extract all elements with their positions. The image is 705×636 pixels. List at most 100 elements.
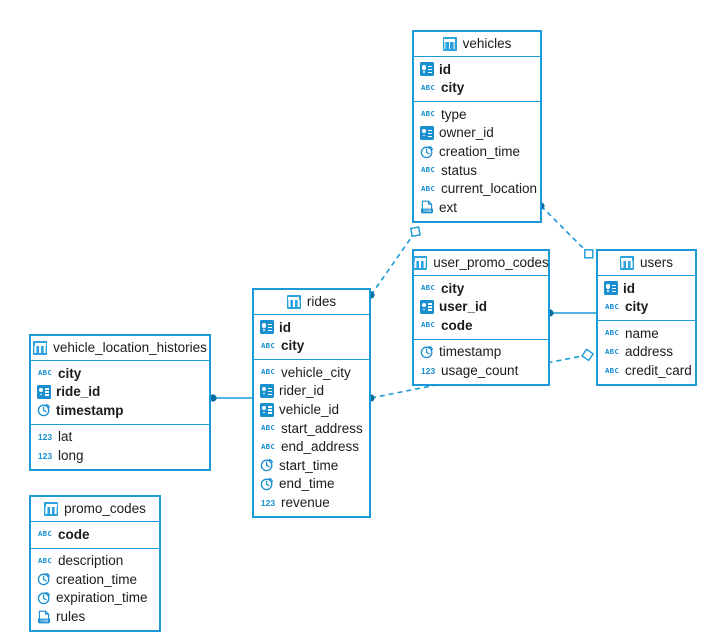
abc-icon: ABC	[421, 320, 435, 330]
field-name: expiration_time	[56, 590, 148, 606]
field-row[interactable]: ABC code	[414, 316, 548, 335]
field-name: city	[58, 365, 82, 381]
table-header[interactable]: rides	[254, 290, 369, 315]
field-name: name	[625, 325, 659, 341]
idcard-icon	[420, 62, 434, 77]
field-name: code	[441, 317, 473, 333]
field-row[interactable]: ride_id	[31, 383, 209, 402]
123-icon: 123	[37, 432, 53, 443]
field-name: id	[439, 61, 451, 77]
table-header[interactable]: promo_codes	[31, 497, 159, 522]
field-name: start_address	[281, 420, 363, 436]
svg-text:JSON: JSON	[40, 619, 49, 623]
table-title: users	[639, 255, 673, 271]
table-title: rides	[306, 294, 337, 310]
field-row[interactable]: ABC code	[31, 525, 159, 544]
field-name: vehicle_id	[279, 401, 340, 417]
table-header[interactable]: vehicle_location_histories	[31, 336, 209, 361]
abc-icon: ABC	[605, 328, 619, 338]
table-icon	[44, 502, 59, 516]
field-row[interactable]: id	[598, 279, 695, 298]
field-name: creation_time	[439, 143, 521, 159]
json-icon: JSON	[420, 200, 434, 214]
field-row[interactable]: end_time	[254, 475, 369, 494]
field-name: owner_id	[439, 125, 494, 141]
field-name: city	[281, 338, 305, 354]
field-row[interactable]: expiration_time	[31, 589, 159, 608]
table-icon	[413, 256, 428, 270]
field-row[interactable]: start_time	[254, 456, 369, 475]
field-name: long	[58, 447, 84, 463]
123-icon: 123	[420, 365, 436, 376]
relationship-vlh-to-rides[interactable]	[209, 394, 252, 402]
table-header[interactable]: users	[598, 251, 695, 276]
field-row[interactable]: timestamp	[31, 401, 209, 420]
field-row[interactable]: creation_time	[31, 570, 159, 589]
field-row[interactable]: vehicle_id	[254, 400, 369, 419]
field-row[interactable]: id	[254, 318, 369, 337]
field-row[interactable]: owner_id	[414, 124, 540, 143]
abc-icon: ABC	[421, 283, 435, 293]
idcard-icon	[604, 281, 618, 296]
field-name: end_address	[281, 439, 360, 455]
field-name: end_time	[279, 476, 335, 492]
json-icon: JSON	[37, 610, 51, 624]
table-header[interactable]: user_promo_codes	[413, 251, 549, 276]
table-icon	[286, 295, 301, 309]
field-name: revenue	[281, 494, 330, 510]
clock-icon	[260, 458, 274, 472]
field-row[interactable]: timestamp	[414, 343, 548, 362]
field-name: code	[58, 526, 90, 542]
field-name: credit_card	[625, 362, 692, 378]
idcard-icon	[260, 320, 274, 335]
abc-icon: ABC	[605, 347, 619, 357]
abc-icon: ABC	[38, 529, 52, 539]
field-row[interactable]: id	[414, 60, 540, 79]
field-name: id	[279, 319, 291, 335]
abc-icon: ABC	[261, 441, 275, 451]
svg-text:JSON: JSON	[423, 209, 432, 213]
field-row[interactable]: ABC end_address	[254, 438, 369, 457]
relationship-line	[370, 227, 419, 296]
field-name: ext	[439, 199, 458, 215]
field-row[interactable]: JSON ext	[414, 198, 540, 217]
field-row[interactable]: rider_id	[254, 382, 369, 401]
field-name: type	[441, 106, 467, 122]
field-name: rider_id	[279, 383, 325, 399]
idcard-icon	[260, 384, 274, 399]
table-header[interactable]: vehicles	[414, 32, 540, 57]
field-row[interactable]: creation_time	[414, 142, 540, 161]
field-row[interactable]: ABC name	[598, 324, 695, 343]
relationship-upc-to-users[interactable]	[546, 309, 596, 317]
field-row[interactable]: user_id	[414, 298, 548, 317]
